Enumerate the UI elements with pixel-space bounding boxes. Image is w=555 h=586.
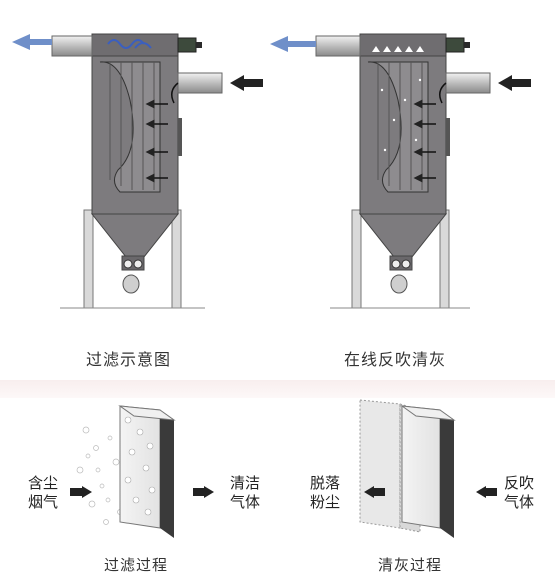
label-dusty-gas: 含尘 烟气 (28, 474, 59, 511)
collector-reverse-cleaning (270, 33, 531, 309)
caption-cleaning-process: 清灰过程 (378, 556, 443, 574)
filter-process-diagram (70, 405, 214, 538)
label-reverse-gas: 反吹 气体 (504, 474, 535, 511)
label-clean-gas: 清洁 气体 (230, 474, 261, 511)
label-fallen-dust: 脱落 粉尘 (310, 474, 341, 511)
caption-filtering-diagram: 过滤示意图 (86, 350, 172, 369)
caption-reverse-cleaning: 在线反吹清灰 (344, 350, 447, 369)
caption-filter-process: 过滤过程 (104, 556, 169, 574)
cleaning-process-diagram (359, 399, 497, 538)
collector-filtering (12, 33, 263, 309)
section-divider (0, 380, 555, 398)
